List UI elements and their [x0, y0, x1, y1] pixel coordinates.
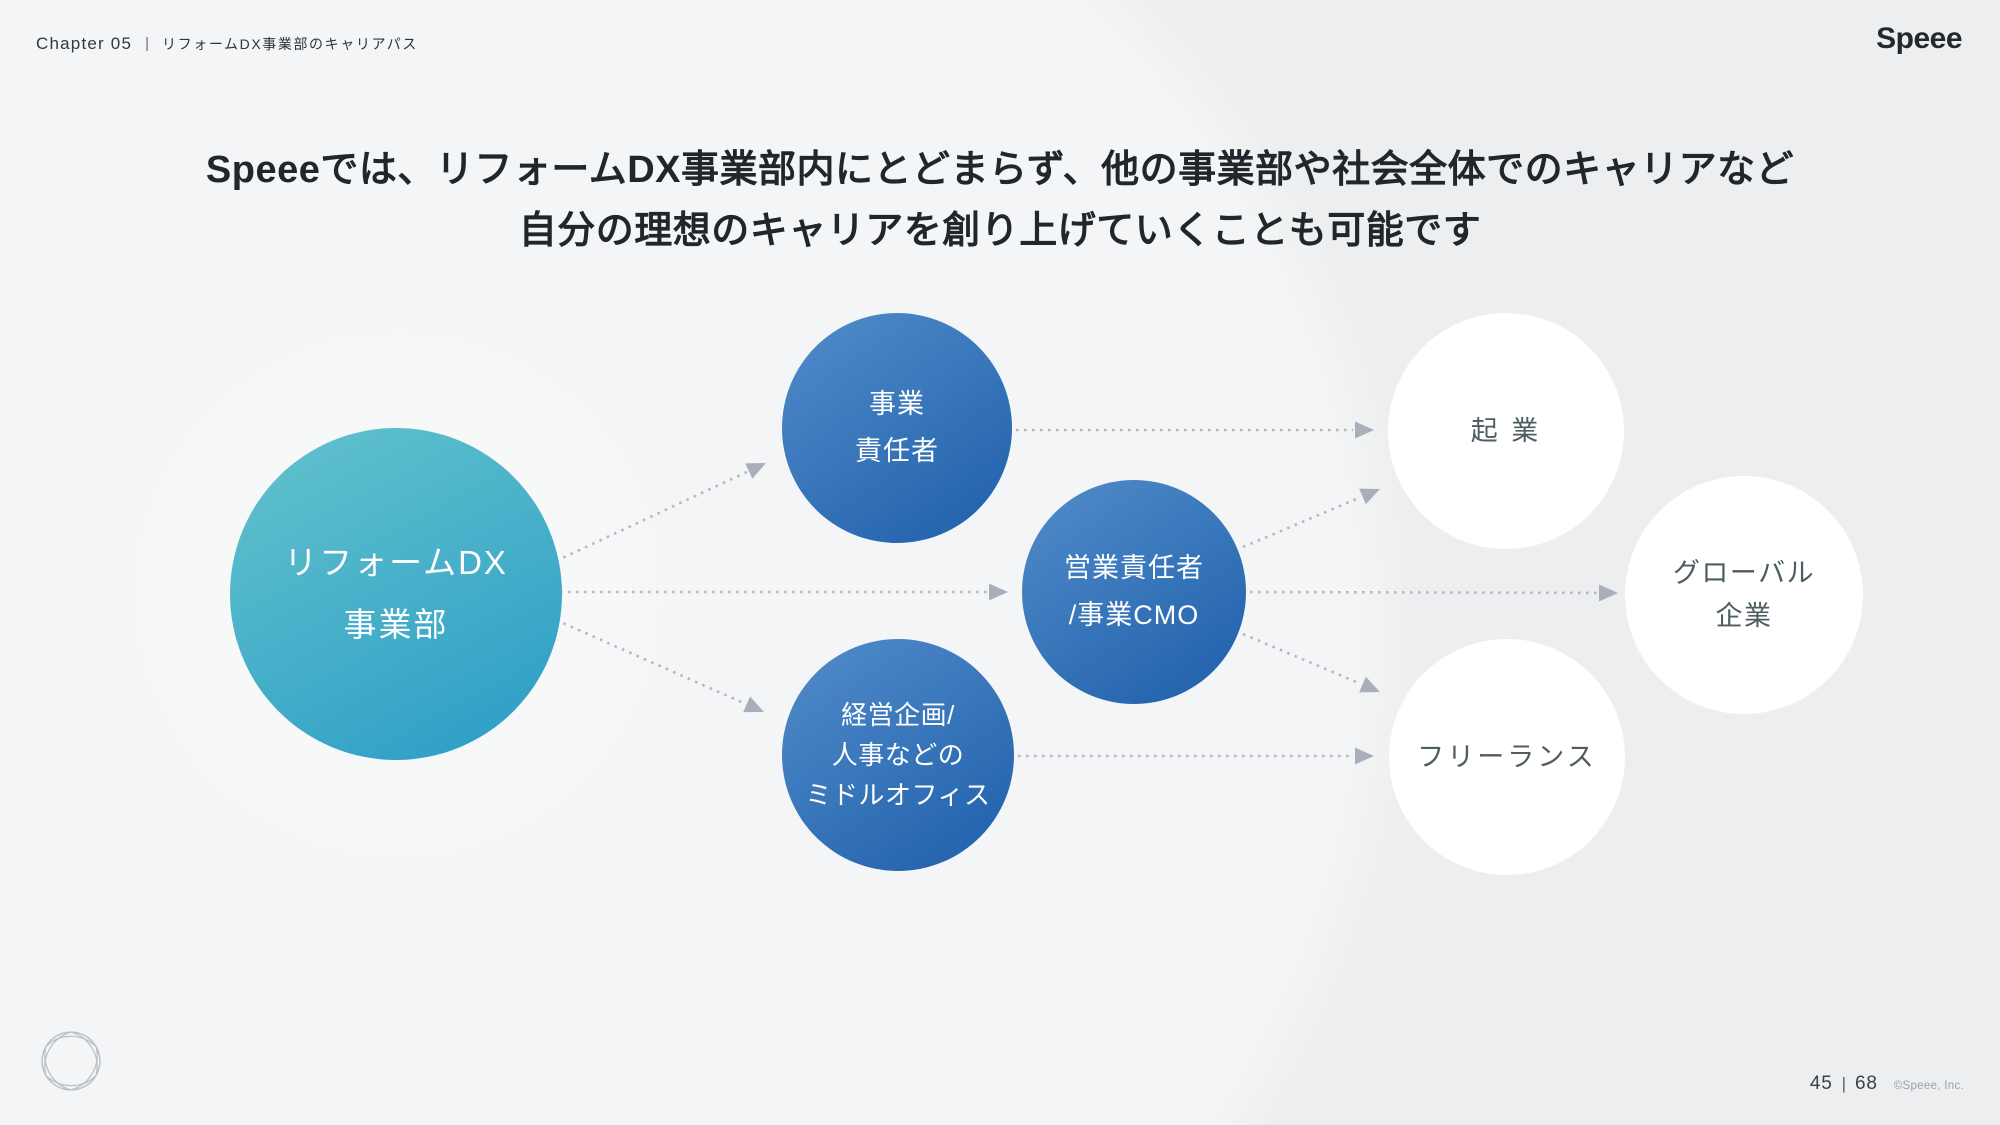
- node-label: 営業責任者 /事業CMO: [1064, 553, 1204, 630]
- node-business-manager: 事業 責任者: [782, 313, 1012, 543]
- node-label: 経営企画/ 人事などの ミドルオフィス: [805, 700, 991, 810]
- node-label: リフォームDX 事業部: [284, 544, 508, 643]
- arrowhead-icon-5: [1598, 584, 1618, 602]
- copyright: ©Speee, Inc.: [1893, 1080, 1964, 1092]
- arrowhead-icon-7: [1355, 747, 1374, 765]
- node-startup: 起 業: [1388, 313, 1624, 549]
- node-label: グローバル 企業: [1672, 558, 1816, 631]
- node-reform-dx-division: リフォームDX 事業部: [230, 428, 562, 760]
- chapter-label: Chapter 05: [36, 34, 133, 53]
- arrowhead-icon-3: [1355, 421, 1374, 439]
- arrow-line-5: [1249, 590, 1598, 595]
- node-label: 事業 責任者: [855, 389, 939, 466]
- node-global-company: グローバル 企業: [1625, 476, 1863, 714]
- page-current: 45: [1809, 1073, 1833, 1094]
- arrow-line-2: [555, 618, 746, 705]
- node-label: 起 業: [1470, 415, 1542, 446]
- header: Chapter 05 | リフォームDX事業部のキャリアパス: [36, 34, 418, 54]
- node-freelance: フリーランス: [1389, 639, 1625, 875]
- page-total: 68: [1855, 1073, 1878, 1094]
- node-label: フリーランス: [1417, 741, 1597, 772]
- arrow-line-0: [555, 470, 748, 563]
- speee-wordmark-logo: Speee: [1876, 22, 1962, 55]
- speee-swirl-logo-icon: [41, 1031, 101, 1091]
- node-middle-office: 経営企画/ 人事などの ミドルオフィス: [782, 639, 1014, 871]
- slide-title: Speeeでは、リフォームDX事業部内にとどまらず、他の事業部や社会全体でのキャ…: [0, 140, 2000, 262]
- arrowhead-icon-1: [989, 583, 1008, 601]
- header-subtitle: リフォームDX事業部のキャリアパス: [162, 36, 418, 52]
- node-sales-manager-cmo: 営業責任者 /事業CMO: [1022, 480, 1246, 704]
- arrowhead-icon-4: [1359, 488, 1380, 505]
- arrow-line-6: [1242, 632, 1362, 686]
- arrowhead-icon-6: [1359, 676, 1380, 693]
- header-separator: |: [145, 34, 150, 52]
- arrow-line-4: [1242, 495, 1362, 549]
- footer-page-info: 45 | 68 ©Speee, Inc.: [1810, 1073, 1964, 1095]
- page-separator: |: [1841, 1074, 1846, 1093]
- slide-title-line2: 自分の理想のキャリアを創り上げていくことも可能です: [518, 210, 1482, 252]
- arrowhead-icon-0: [745, 463, 766, 479]
- arrowhead-icon-2: [743, 696, 764, 713]
- slide-title-line1: Speeeでは、リフォームDX事業部内にとどまらず、他の事業部や社会全体でのキャ…: [205, 149, 1795, 191]
